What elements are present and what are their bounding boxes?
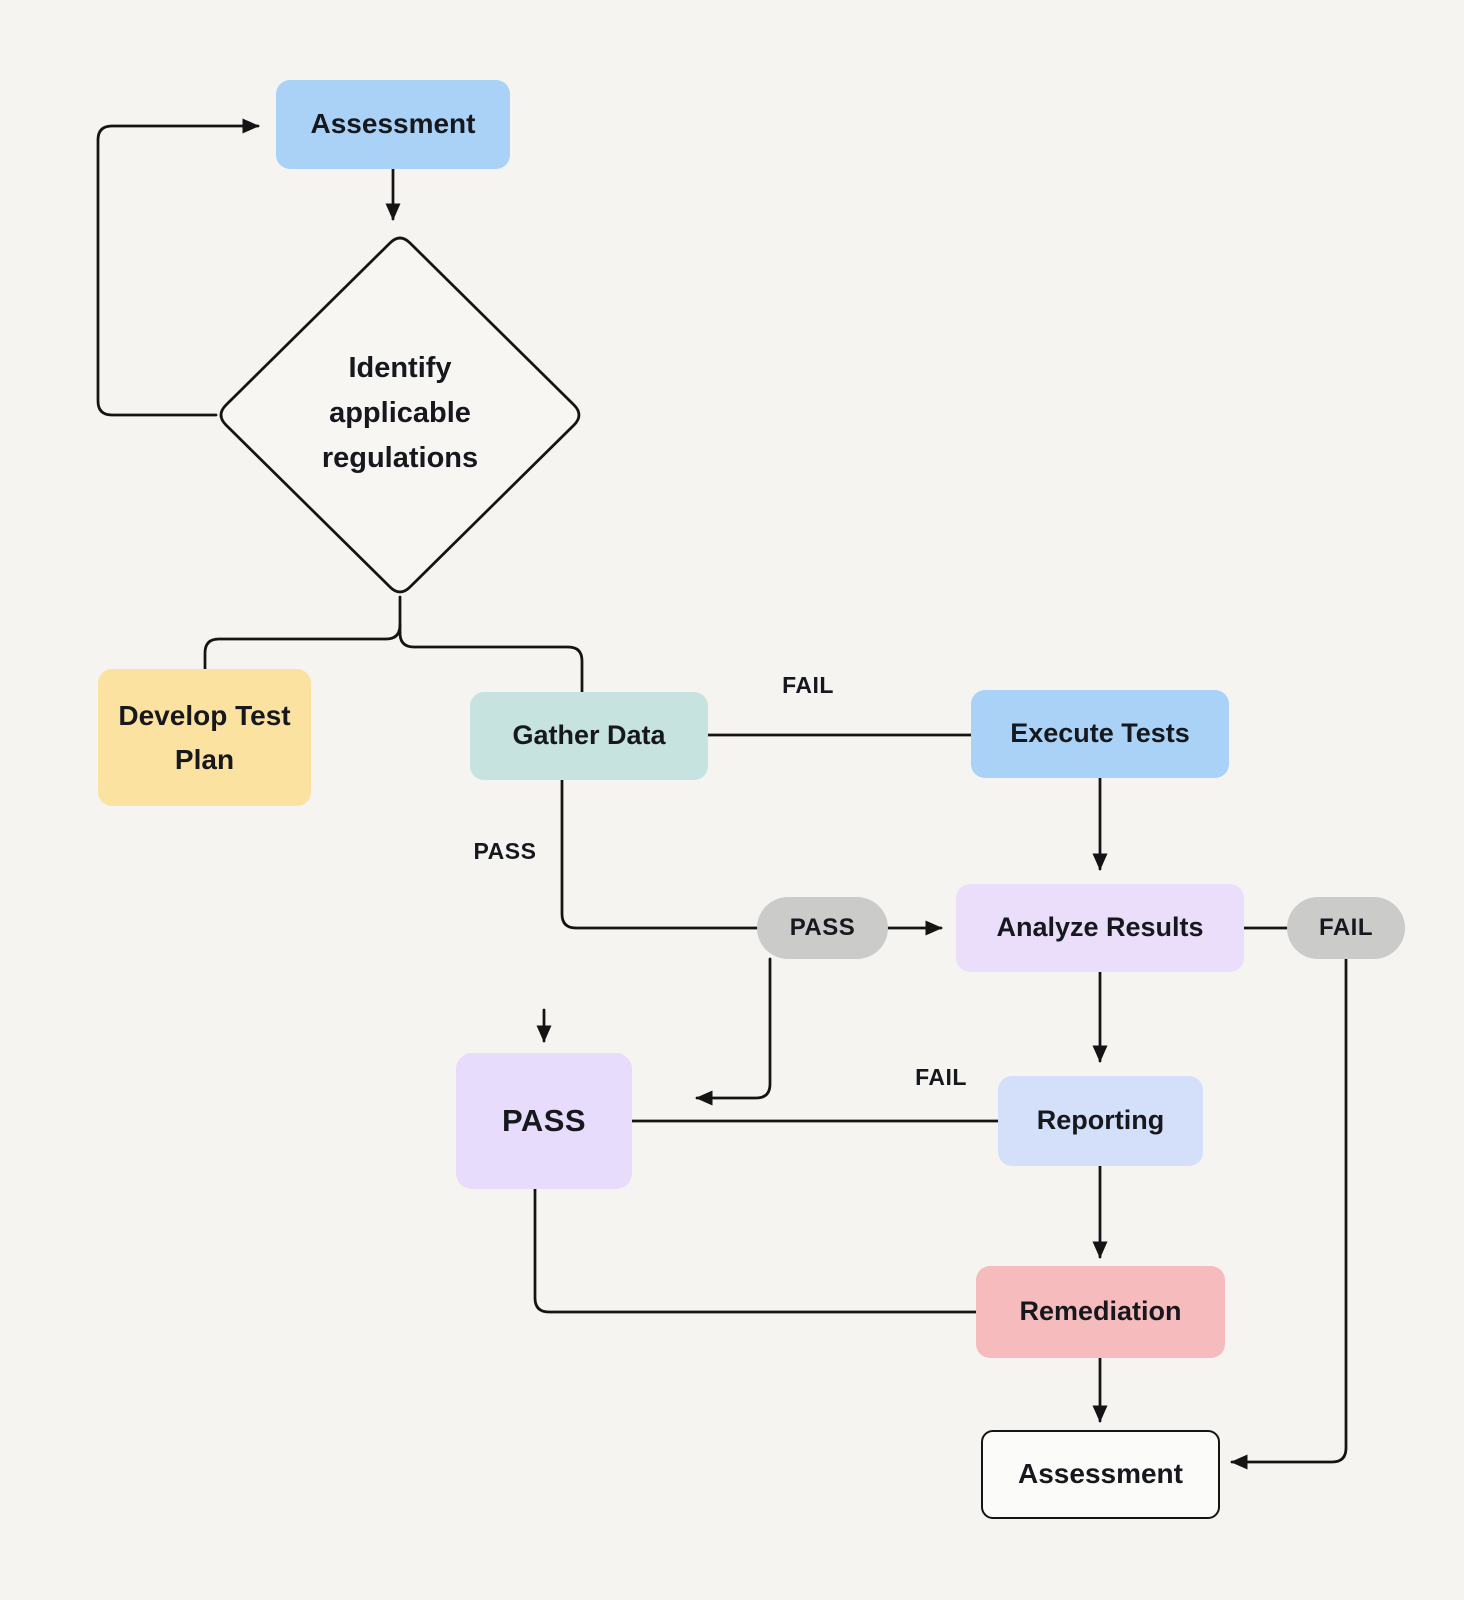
edge-decision-to-gather	[398, 631, 584, 694]
edge-label-fail-top: FAIL	[782, 672, 834, 698]
pill-fail: FAIL	[1287, 897, 1405, 959]
edge-pass-pill-curve	[695, 957, 772, 1106]
node-execute-tests: Execute Tests	[971, 690, 1229, 778]
node-remediation: Remediation	[976, 1266, 1225, 1358]
node-pass: PASS	[456, 1053, 632, 1189]
edge-decision-to-develop	[203, 623, 402, 671]
node-reporting: Reporting	[998, 1076, 1203, 1166]
edge-label-pass-left: PASS	[473, 838, 537, 864]
decision-label: Identify applicable regulations	[321, 352, 479, 474]
edge-fail-pill-to-assessment	[1230, 957, 1348, 1470]
node-assessment-top: Assessment	[276, 80, 510, 169]
edge-gather-to-pass-pill	[560, 778, 759, 930]
edge-label-fail-mid: FAIL	[915, 1064, 967, 1090]
edge-pass-to-remediation	[533, 1187, 978, 1314]
node-gather-data: Gather Data	[470, 692, 708, 780]
node-analyze-results: Analyze Results	[956, 884, 1244, 972]
node-assessment-bottom: Assessment	[981, 1430, 1220, 1519]
pill-pass: PASS	[757, 897, 888, 959]
node-develop-test-plan: Develop Test Plan	[98, 669, 311, 806]
edge-loop-to-assessment	[96, 118, 260, 417]
decision-diamond-shape	[219, 236, 581, 594]
